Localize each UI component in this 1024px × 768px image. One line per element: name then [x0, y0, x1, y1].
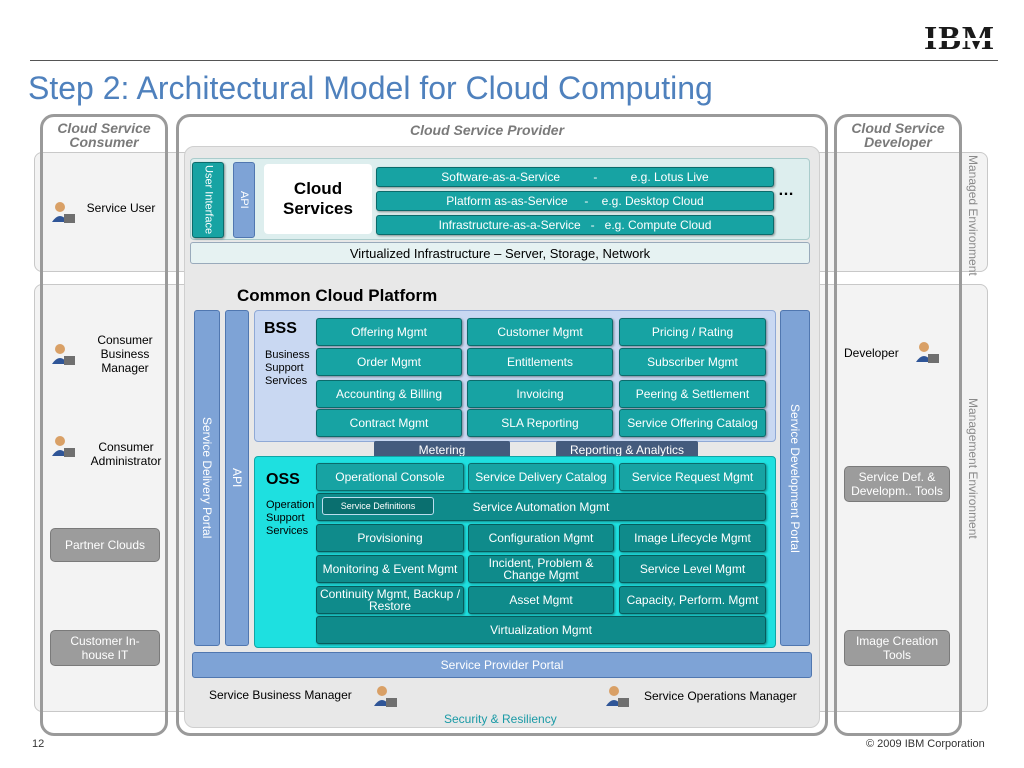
- consumer-administrator-icon: [52, 436, 75, 457]
- service-operations-manager-icon: [606, 686, 629, 707]
- service-provider-portal[interactable]: Service Provider Portal: [192, 652, 812, 678]
- virtualization-mgmt[interactable]: Virtualization Mgmt: [316, 616, 766, 644]
- oss-item[interactable]: Asset Mgmt: [468, 586, 614, 614]
- oss-item[interactable]: Provisioning: [316, 524, 464, 552]
- bss-item[interactable]: Customer Mgmt: [467, 318, 613, 346]
- bss-item[interactable]: SLA Reporting: [467, 409, 613, 437]
- user-interface-tab[interactable]: User Interface: [192, 162, 224, 238]
- page-title: Step 2: Architectural Model for Cloud Co…: [28, 70, 713, 106]
- cloud-api-tab[interactable]: API: [233, 162, 255, 238]
- bss-item[interactable]: Entitlements: [467, 348, 613, 376]
- developer-icon: [916, 342, 939, 363]
- image-creation-tools-button[interactable]: Image Creation Tools: [844, 630, 950, 666]
- cloud-api-label: API: [238, 191, 250, 209]
- developer-column-title: Cloud Service Developer: [851, 120, 945, 150]
- common-cloud-platform-title: Common Cloud Platform: [237, 286, 438, 305]
- developer-column: [834, 114, 962, 736]
- service-delivery-portal[interactable]: Service Delivery Portal: [194, 310, 220, 646]
- service-delivery-catalog[interactable]: Service Delivery Catalog: [468, 463, 614, 491]
- more-services-ellipsis: …: [778, 182, 794, 199]
- management-environment-label: Management Environment: [966, 398, 980, 539]
- bss-item[interactable]: Invoicing: [467, 380, 613, 408]
- platform-api[interactable]: API: [225, 310, 249, 646]
- iaas-row[interactable]: Infrastructure-as-a-Service - e.g. Compu…: [376, 215, 774, 235]
- bss-item[interactable]: Offering Mgmt: [316, 318, 462, 346]
- oss-item[interactable]: Service Level Mgmt: [619, 555, 766, 583]
- bss-item[interactable]: Pricing / Rating: [619, 318, 766, 346]
- developer-label: Developer: [844, 346, 899, 360]
- oss-item[interactable]: Incident, Problem & Change Mgmt: [468, 555, 614, 583]
- oss-item[interactable]: Monitoring & Event Mgmt: [316, 555, 464, 583]
- consumer-business-manager-label: Consumer Business Manager: [97, 333, 153, 375]
- metering-bar[interactable]: Metering: [374, 441, 510, 459]
- security-resiliency-label: Security & Resiliency: [444, 712, 557, 726]
- saas-row[interactable]: Software-as-a-Service - e.g. Lotus Live: [376, 167, 774, 187]
- user-interface-label: User Interface: [202, 165, 215, 235]
- provider-column: [176, 114, 828, 736]
- oss-item[interactable]: Image Lifecycle Mgmt: [619, 524, 766, 552]
- bss-subtitle: Business Support Services: [265, 349, 310, 387]
- service-user-label: Service User: [86, 201, 156, 215]
- service-delivery-portal-label: Service Delivery Portal: [200, 417, 214, 539]
- service-operations-manager-label: Service Operations Manager: [644, 689, 797, 703]
- ibm-logo: IBM: [924, 20, 995, 57]
- service-definitions-tag[interactable]: Service Definitions: [322, 497, 434, 515]
- header-divider: [30, 60, 998, 61]
- page-number: 12: [32, 738, 45, 750]
- partner-clouds-button[interactable]: Partner Clouds: [50, 528, 160, 562]
- platform-api-label: API: [230, 468, 244, 488]
- cloud-services-title: Cloud Services: [264, 164, 372, 234]
- bss-item[interactable]: Subscriber Mgmt: [619, 348, 766, 376]
- oss-item[interactable]: Capacity, Perform. Mgmt: [619, 586, 766, 614]
- bss-title: BSS: [264, 320, 297, 337]
- service-development-portal-label: Service Development Portal: [788, 403, 802, 553]
- consumer-column: [40, 114, 168, 736]
- consumer-column-title: Cloud Service Consumer: [57, 120, 151, 150]
- service-business-manager-icon: [374, 686, 397, 707]
- service-business-manager-label: Service Business Manager: [209, 688, 352, 702]
- oss-subtitle: Operational Support Services: [266, 499, 314, 537]
- provider-column-title: Cloud Service Provider: [409, 122, 565, 138]
- service-request-mgmt[interactable]: Service Request Mgmt: [619, 463, 766, 491]
- service-def-tools-button[interactable]: Service Def. & Developm.. Tools: [844, 466, 950, 502]
- service-user-icon: [52, 202, 75, 223]
- bss-item[interactable]: Contract Mgmt: [316, 409, 462, 437]
- oss-title: OSS: [266, 471, 300, 488]
- copyright: © 2009 IBM Corporation: [866, 738, 985, 750]
- bss-item[interactable]: Order Mgmt: [316, 348, 462, 376]
- oss-item[interactable]: Configuration Mgmt: [468, 524, 614, 552]
- bss-item[interactable]: Service Offering Catalog: [619, 409, 766, 437]
- bss-item[interactable]: Accounting & Billing: [316, 380, 462, 408]
- paas-row[interactable]: Platform as-as-Service - e.g. Desktop Cl…: [376, 191, 774, 211]
- reporting-analytics-bar[interactable]: Reporting & Analytics: [556, 441, 698, 459]
- operational-console[interactable]: Operational Console: [316, 463, 464, 491]
- bss-item[interactable]: Peering & Settlement: [619, 380, 766, 408]
- service-development-portal[interactable]: Service Development Portal: [780, 310, 810, 646]
- virtualized-infrastructure-bar[interactable]: Virtualized Infrastructure – Server, Sto…: [190, 242, 810, 264]
- consumer-business-manager-icon: [52, 344, 75, 365]
- customer-inhouse-it-button[interactable]: Customer In-house IT: [50, 630, 160, 666]
- consumer-administrator-label: Consumer Administrator: [90, 440, 162, 468]
- managed-environment-label: Managed Environment: [966, 155, 980, 276]
- oss-item[interactable]: Continuity Mgmt, Backup / Restore: [316, 586, 464, 614]
